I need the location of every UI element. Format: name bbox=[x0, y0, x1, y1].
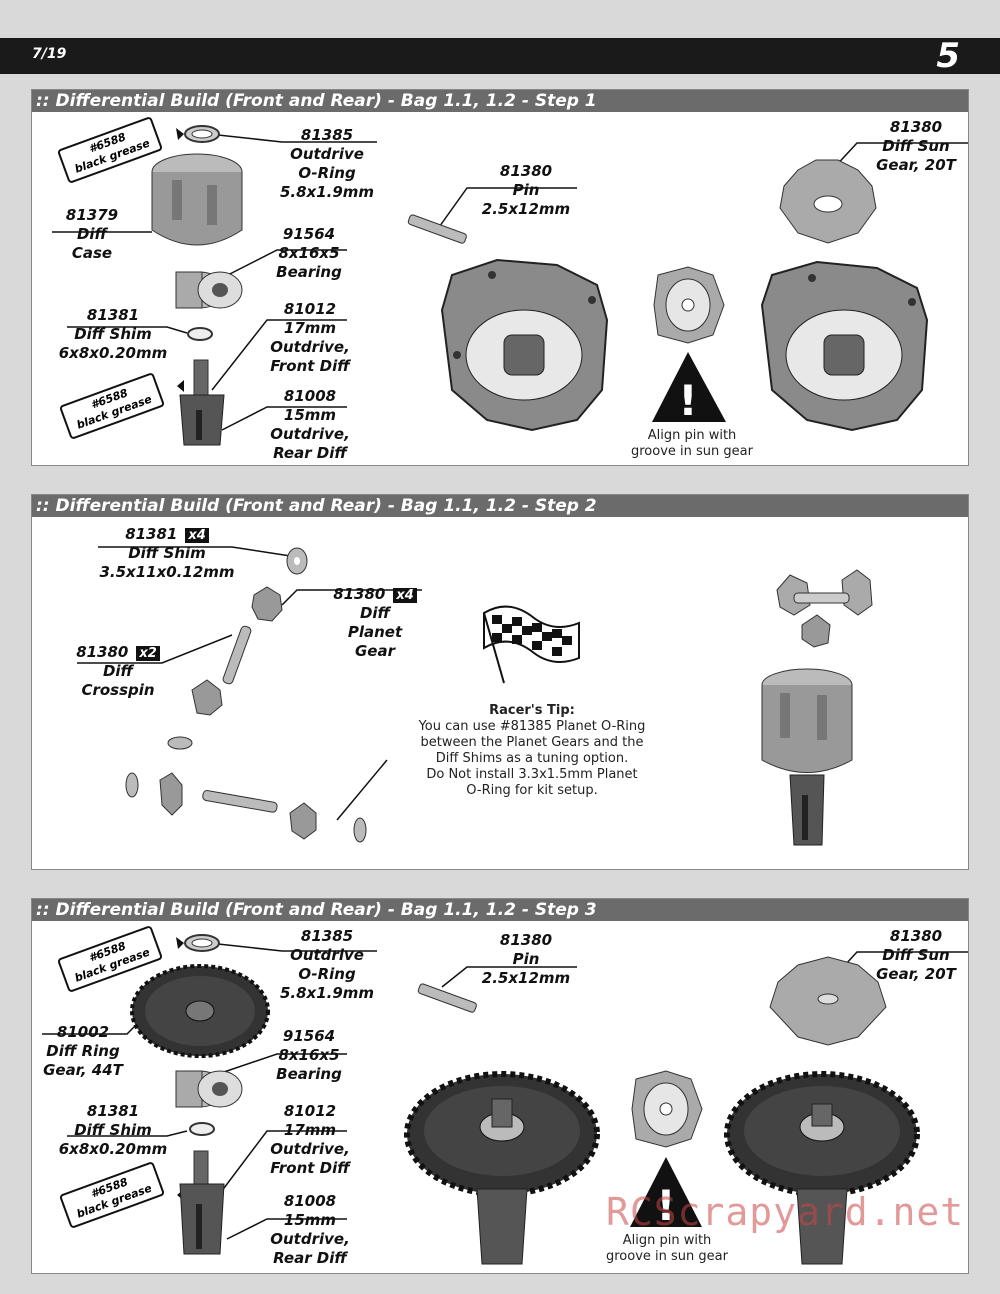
step3-illustration: ! bbox=[42, 934, 968, 1265]
watermark: RCScrapyard.net bbox=[606, 1190, 965, 1234]
sun-gear-mid-art bbox=[653, 266, 725, 344]
racers-tip: Racer's Tip: You can use #81385 Planet O… bbox=[418, 703, 646, 798]
sun-gear-art bbox=[779, 159, 877, 244]
planet-gear-assembly-art bbox=[776, 569, 873, 648]
diff-case-art bbox=[151, 153, 243, 246]
step1-illustration: ! bbox=[52, 125, 968, 446]
svg-text:!: ! bbox=[656, 1181, 675, 1230]
step1-title: :: Differential Build (Front and Rear) -… bbox=[32, 90, 968, 112]
sun-gear-art bbox=[769, 956, 887, 1046]
step1-panel: :: Differential Build (Front and Rear) -… bbox=[31, 89, 969, 466]
diff-case-art bbox=[761, 668, 853, 846]
outdrive-art bbox=[179, 359, 225, 446]
ring-gear-right-art bbox=[724, 1071, 920, 1265]
ring-gear-art bbox=[130, 964, 270, 1058]
diff-case-right-art bbox=[760, 260, 929, 432]
svg-text:!: ! bbox=[678, 376, 697, 425]
step3-panel: :: Differential Build (Front and Rear) -… bbox=[31, 898, 969, 1274]
sun-gear-mid-art bbox=[631, 1070, 703, 1148]
ring-gear-left-art bbox=[404, 1071, 600, 1265]
step2-title: :: Differential Build (Front and Rear) -… bbox=[32, 495, 968, 517]
page-header-bar: 7/19 5 bbox=[0, 36, 1000, 76]
diff-case-left-art bbox=[440, 258, 609, 432]
step2-illustration bbox=[77, 546, 873, 846]
step3-title: :: Differential Build (Front and Rear) -… bbox=[32, 899, 968, 921]
page-number: 5 bbox=[936, 36, 960, 76]
page-date: 7/19 bbox=[32, 46, 67, 62]
step2-panel: :: Differential Build (Front and Rear) -… bbox=[31, 494, 969, 870]
checkered-flag-icon bbox=[483, 605, 580, 684]
outdrive-art bbox=[179, 1150, 225, 1255]
